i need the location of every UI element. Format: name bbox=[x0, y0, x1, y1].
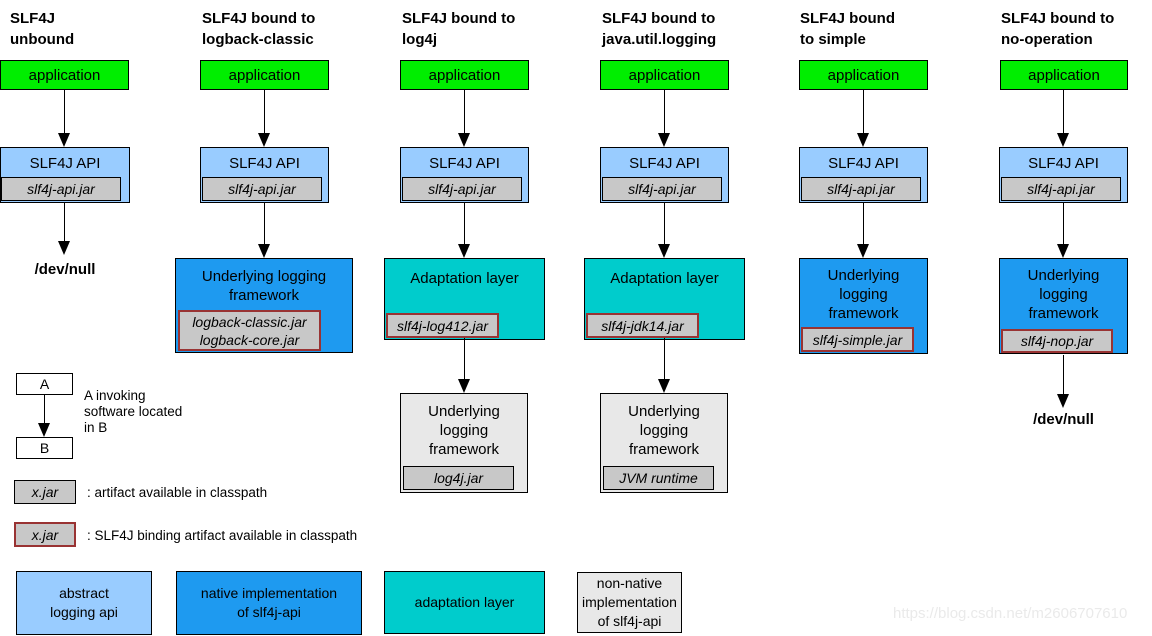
devnull-label: /dev/null bbox=[34, 261, 96, 278]
adaptation-layer-label: Adaptation layer bbox=[410, 270, 519, 287]
arrow-app-to-api bbox=[857, 90, 869, 147]
column-title-logback: SLF4J bound to logback-classic bbox=[202, 10, 316, 48]
slf4j-api-box: SLF4J API slf4j-api.jar bbox=[200, 147, 329, 203]
slf4j-api-box: SLF4J API slf4j-api.jar bbox=[400, 147, 529, 203]
arrow-app-to-api bbox=[458, 90, 470, 147]
arrow-api-to-framework bbox=[258, 203, 270, 258]
column-title-unbound: SLF4J unbound bbox=[10, 10, 75, 48]
slf4j-api-box: SLF4J API slf4j-api.jar bbox=[999, 147, 1128, 203]
slf4j-api-label: SLF4J API bbox=[29, 155, 101, 172]
arrow-app-to-api bbox=[258, 90, 270, 147]
underlying-framework-box: Underlying logging framework slf4j-simpl… bbox=[799, 258, 928, 354]
slf4j-api-jar: slf4j-api.jar bbox=[1001, 177, 1121, 201]
nop-binding-jar: slf4j-nop.jar bbox=[1001, 329, 1113, 353]
underlying-framework-label: Underlying logging framework bbox=[827, 267, 900, 322]
legend-binding-jar: x.jar bbox=[14, 522, 76, 547]
arrow-api-to-adaptation bbox=[658, 203, 670, 258]
legend-binding-note: : SLF4J binding artifact available in cl… bbox=[87, 528, 358, 543]
slf4j-api-jar: slf4j-api.jar bbox=[1, 177, 121, 201]
underlying-framework-box: Underlying logging framework logback-cla… bbox=[175, 258, 353, 353]
slf4j-api-jar: slf4j-api.jar bbox=[202, 177, 322, 201]
arrow-api-to-adaptation bbox=[458, 203, 470, 258]
arrow-api-to-devnull bbox=[58, 203, 70, 255]
legend-invoking-note: A invoking software located in B bbox=[84, 388, 183, 435]
adaptation-layer-box: Adaptation layer slf4j-log412.jar bbox=[384, 258, 545, 340]
colorkey-non-native-implementation: non-native implementation of slf4j-api bbox=[577, 572, 682, 633]
application-label: application bbox=[28, 66, 101, 84]
arrow-adaptation-to-framework bbox=[458, 338, 470, 393]
adaptation-layer-label: Adaptation layer bbox=[610, 270, 719, 287]
arrow-app-to-api bbox=[1057, 90, 1069, 147]
slf4j-api-box: SLF4J API slf4j-api.jar bbox=[0, 147, 130, 203]
log4j-binding-jar: slf4j-log412.jar bbox=[386, 313, 499, 338]
application-box: application bbox=[600, 60, 729, 90]
underlying-framework-label: Underlying logging framework bbox=[201, 268, 327, 304]
arrow-framework-to-devnull bbox=[1057, 355, 1069, 408]
colorkey-adaptation-layer: adaptation layer bbox=[384, 571, 545, 634]
jdk14-binding-jar: slf4j-jdk14.jar bbox=[586, 313, 699, 338]
log4j-jar: log4j.jar bbox=[403, 466, 514, 490]
logback-binding-jar: logback-classic.jar logback-core.jar bbox=[178, 310, 321, 351]
application-box: application bbox=[200, 60, 329, 90]
underlying-framework-label: Underlying logging framework bbox=[428, 403, 500, 458]
slf4j-api-box: SLF4J API slf4j-api.jar bbox=[600, 147, 729, 203]
underlying-framework-box: Underlying logging framework JVM runtime bbox=[600, 393, 728, 493]
legend-box-a: A bbox=[16, 373, 73, 395]
column-title-log4j: SLF4J bound to log4j bbox=[402, 10, 516, 48]
slf4j-api-box: SLF4J API slf4j-api.jar bbox=[799, 147, 928, 203]
slf4j-api-jar: slf4j-api.jar bbox=[402, 177, 522, 201]
arrow-app-to-api bbox=[658, 90, 670, 147]
simple-binding-jar: slf4j-simple.jar bbox=[801, 327, 914, 352]
legend-artifact-note: : artifact available in classpath bbox=[87, 485, 268, 500]
column-title-simple: SLF4J bound to simple bbox=[800, 10, 895, 48]
application-box: application bbox=[1000, 60, 1128, 90]
underlying-framework-box: Underlying logging framework slf4j-nop.j… bbox=[999, 258, 1128, 354]
underlying-framework-box: Underlying logging framework log4j.jar bbox=[400, 393, 528, 493]
application-box: application bbox=[799, 60, 928, 90]
arrow-app-to-api bbox=[58, 90, 70, 147]
application-box: application bbox=[0, 60, 129, 90]
underlying-framework-label: Underlying logging framework bbox=[1027, 267, 1100, 322]
column-title-jul: SLF4J bound to java.util.logging bbox=[602, 10, 717, 48]
underlying-framework-label: Underlying logging framework bbox=[628, 403, 700, 458]
colorkey-abstract-logging-api: abstract logging api bbox=[16, 571, 152, 635]
devnull-label: /dev/null bbox=[1033, 411, 1094, 428]
legend-artifact-jar: x.jar bbox=[14, 480, 76, 504]
adaptation-layer-box: Adaptation layer slf4j-jdk14.jar bbox=[584, 258, 745, 340]
jvm-runtime-jar: JVM runtime bbox=[603, 466, 714, 490]
slf4j-api-jar: slf4j-api.jar bbox=[801, 177, 921, 201]
arrow-adaptation-to-framework bbox=[658, 338, 670, 393]
arrow-api-to-framework bbox=[857, 203, 869, 258]
arrow-api-to-framework bbox=[1057, 203, 1069, 258]
watermark-url: https://blog.csdn.net/m2606707610 bbox=[893, 605, 1128, 622]
column-title-nop: SLF4J bound to no-operation bbox=[1001, 10, 1115, 48]
application-box: application bbox=[400, 60, 529, 90]
legend-arrow-a-to-b bbox=[38, 395, 50, 437]
slf4j-api-jar: slf4j-api.jar bbox=[602, 177, 722, 201]
legend-box-b: B bbox=[16, 437, 73, 459]
colorkey-native-implementation: native implementation of slf4j-api bbox=[176, 571, 362, 635]
